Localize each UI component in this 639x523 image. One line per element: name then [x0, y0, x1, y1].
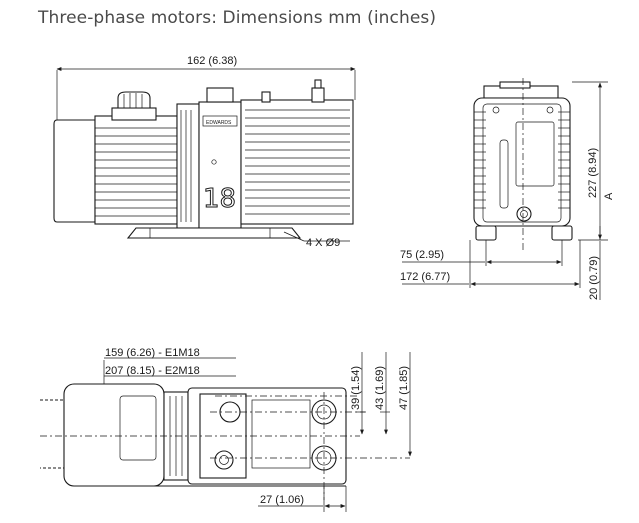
height-label: 227 (8.94) [587, 148, 599, 198]
brand-plate: EDWARDS [206, 120, 232, 126]
side-view: 162 (6.38) [53, 55, 356, 249]
top-view: 159 (6.26) - E1M18 207 (8.15) - E2M18 39… [40, 347, 412, 512]
dim-39-label: 39 (1.54) [350, 366, 362, 410]
feet-holes-label: 4 X Ø9 [306, 237, 340, 249]
overall-width-label: 172 (6.77) [400, 271, 450, 283]
foot-spacing-label: 75 (2.95) [400, 249, 444, 261]
overall-length-label: 162 (6.38) [187, 55, 237, 67]
model-number: 18 [203, 184, 236, 214]
height-alt-label: A [603, 192, 615, 200]
dim-47-label: 47 (1.85) [398, 366, 410, 410]
length-e1m18-label: 159 (6.26) - E1M18 [105, 347, 200, 359]
dim-27-label: 27 (1.06) [260, 494, 304, 506]
dim-43-label: 43 (1.69) [374, 366, 386, 410]
end-view: 227 (8.94) A 20 (0.79) 75 (2.95) 172 (6.… [400, 78, 615, 300]
length-e2m18-label: 207 (8.15) - E2M18 [105, 365, 200, 377]
foot-height-label: 20 (0.79) [588, 256, 600, 300]
page-title: Three-phase motors: Dimensions mm (inche… [38, 8, 437, 28]
